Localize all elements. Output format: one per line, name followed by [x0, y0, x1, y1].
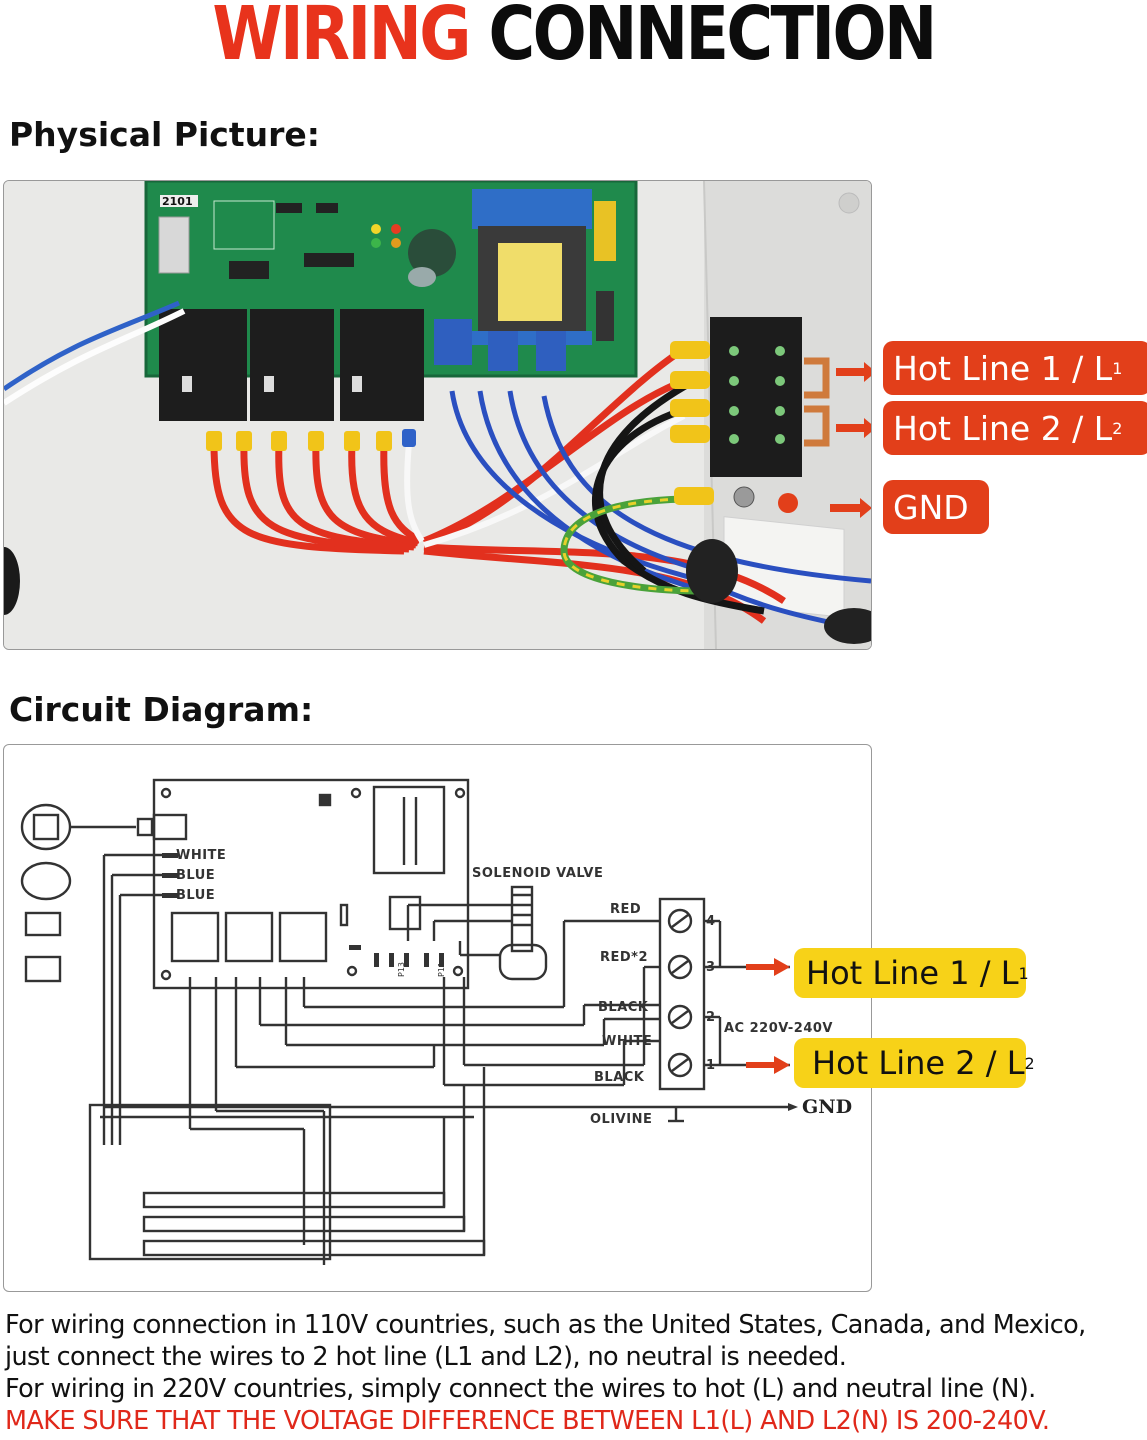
physical-photo-illustration: 2101	[4, 181, 871, 649]
title-word-wiring: WIRING	[212, 0, 471, 77]
photo-callout-hot-line-2-text: Hot Line 2 / L	[893, 408, 1113, 448]
label-black-2: BLACK	[594, 1070, 645, 1085]
circuit-diagram: WHITE BLUE BLUE SOLENOID VALVE RED RED*2…	[3, 744, 872, 1292]
label-terminal-4: 4	[706, 914, 716, 929]
board-label: 2101	[162, 195, 193, 208]
note-line-3: For wiring in 220V countries, simply con…	[5, 1374, 1036, 1404]
wiring-notes: For wiring connection in 110V countries,…	[5, 1309, 1145, 1437]
label-gnd: GND	[802, 1096, 852, 1118]
page-title: WIRING CONNECTION	[80, 0, 1066, 74]
diagram-callout-hot-line-2-text: Hot Line 2 / L	[812, 1044, 1025, 1082]
label-terminal-3: 3	[706, 960, 716, 975]
note-line-1: For wiring connection in 110V countries,…	[5, 1310, 1086, 1340]
label-blue-2: BLUE	[176, 888, 215, 903]
diagram-callout-hot-line-1-sub: 1	[1018, 963, 1029, 983]
photo-callout-hot-line-2-sub: 2	[1112, 418, 1123, 438]
label-terminal-1: 1	[706, 1058, 716, 1073]
title-word-connection: CONNECTION	[488, 0, 937, 77]
label-terminal-2: 2	[706, 1010, 716, 1025]
diagram-callout-hot-line-1-text: Hot Line 1 / L	[806, 954, 1019, 992]
label-ac-voltage: AC 220V-240V	[724, 1021, 833, 1036]
photo-callout-hot-line-1-sub: 1	[1112, 358, 1123, 378]
label-red-2: RED*2	[600, 950, 648, 965]
circuit-diagram-drawing: WHITE BLUE BLUE SOLENOID VALVE RED RED*2…	[20, 778, 852, 1265]
label-p11: P11	[437, 962, 446, 977]
label-red: RED	[610, 902, 641, 917]
diagram-callout-hot-line-2-sub: 2	[1024, 1053, 1035, 1073]
note-warning: MAKE SURE THAT THE VOLTAGE DIFFERENCE BE…	[5, 1406, 1050, 1436]
label-olivine: OLIVINE	[590, 1112, 652, 1127]
label-blue-1: BLUE	[176, 868, 215, 883]
circuit-diagram-heading: Circuit Diagram:	[9, 690, 314, 729]
photo-callout-gnd-text: GND	[893, 487, 969, 527]
label-p13: P13	[397, 962, 406, 977]
photo-callout-gnd: GND	[883, 480, 989, 534]
label-white: WHITE	[176, 848, 226, 863]
photo-callout-hot-line-1-text: Hot Line 1 / L	[893, 348, 1113, 388]
label-black-1: BLACK	[598, 1000, 649, 1015]
label-white-2: WHITE	[602, 1034, 652, 1049]
physical-photo: 2101	[3, 180, 872, 650]
note-line-2: just connect the wires to 2 hot line (L1…	[5, 1342, 847, 1372]
label-solenoid-valve: SOLENOID VALVE	[472, 866, 603, 881]
physical-picture-heading: Physical Picture:	[9, 115, 320, 154]
